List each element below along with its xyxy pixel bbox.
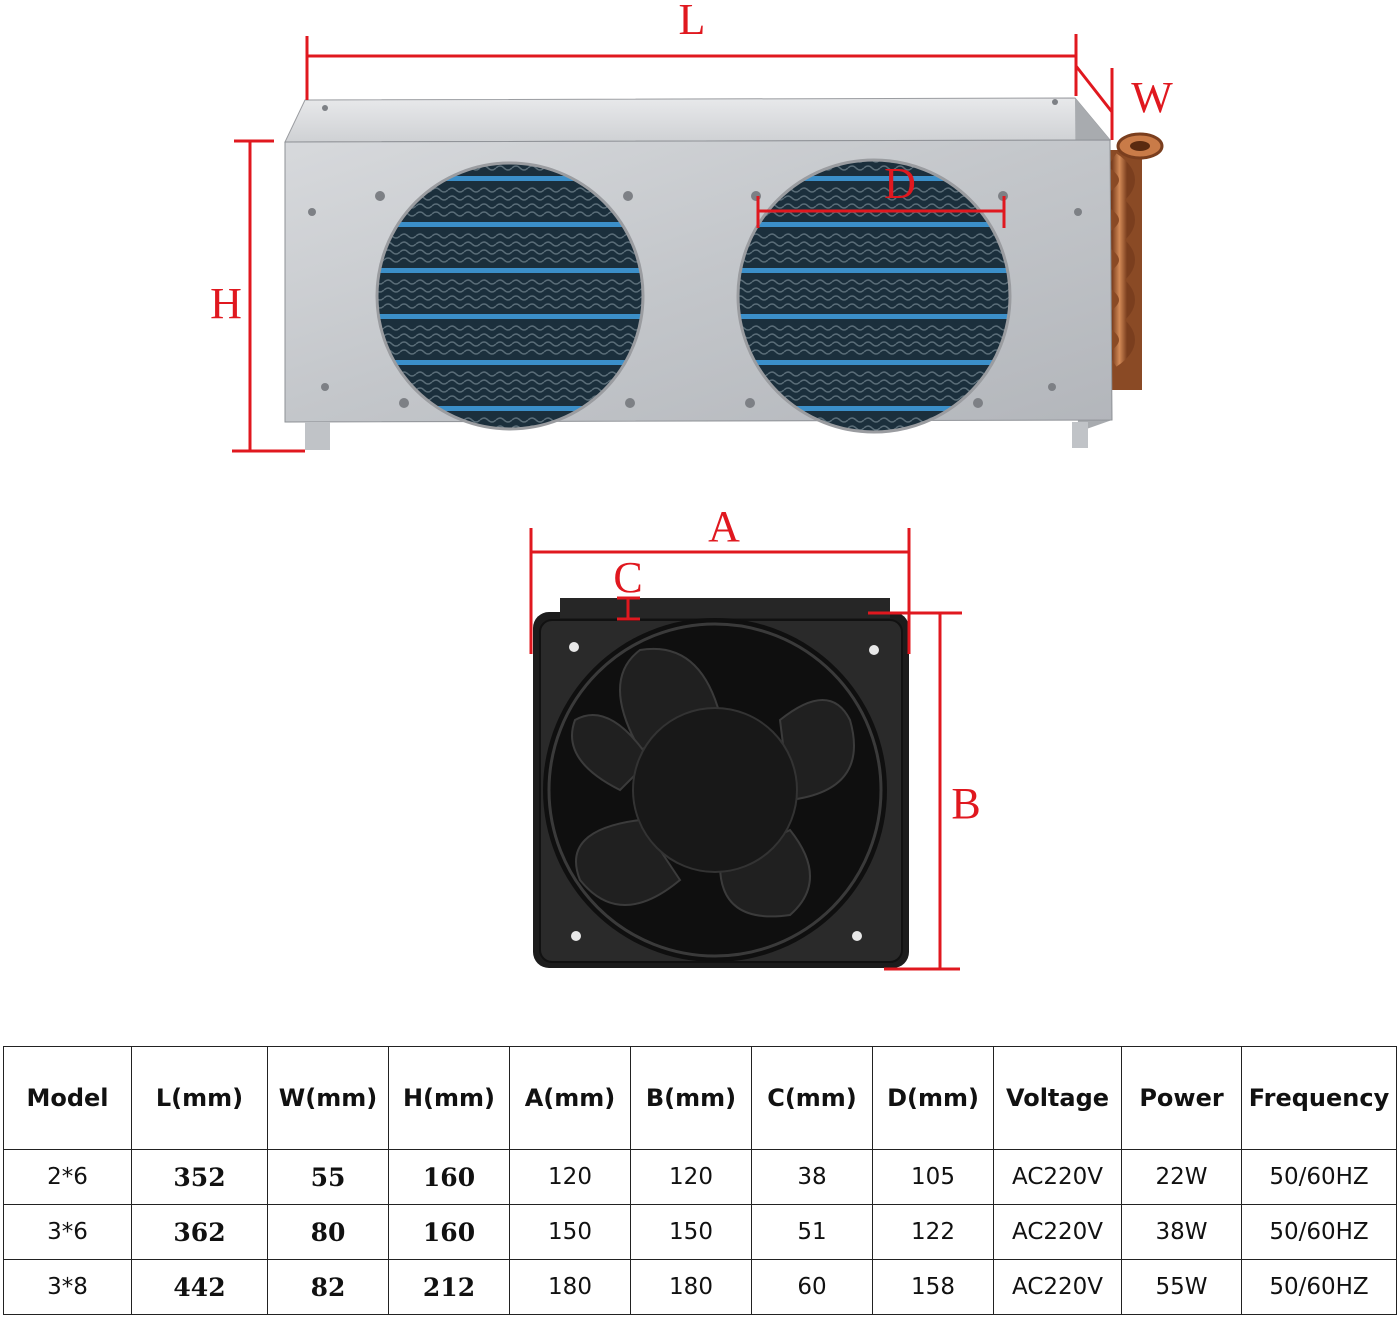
cell-model: 2*6 bbox=[3, 1149, 132, 1205]
header-height: H(mm) bbox=[388, 1046, 510, 1150]
dim-label-D: D bbox=[884, 159, 916, 208]
dim-label-C: C bbox=[613, 553, 642, 602]
dim-label-H: H bbox=[210, 279, 242, 328]
cell-voltage: AC220V bbox=[993, 1149, 1122, 1205]
cell-height: 160 bbox=[388, 1149, 510, 1205]
table-row: 3*6 362 80 160 150 150 51 122 AC220V 38W… bbox=[3, 1204, 1397, 1260]
cell-model: 3*8 bbox=[3, 1259, 132, 1315]
header-a: A(mm) bbox=[509, 1046, 631, 1150]
cell-voltage: AC220V bbox=[993, 1259, 1122, 1315]
cell-b: 120 bbox=[630, 1149, 752, 1205]
header-b: B(mm) bbox=[630, 1046, 752, 1150]
fan-opening-right bbox=[736, 158, 1012, 434]
cell-frequency: 50/60HZ bbox=[1241, 1149, 1397, 1205]
cell-c: 51 bbox=[751, 1204, 873, 1260]
dim-label-A: A bbox=[708, 502, 740, 551]
fan-dimension-lines bbox=[529, 528, 962, 971]
cell-a: 150 bbox=[509, 1204, 631, 1260]
cell-width: 55 bbox=[267, 1149, 389, 1205]
cell-frequency: 50/60HZ bbox=[1241, 1204, 1397, 1260]
dimension-diagram: L W H D A C B bbox=[210, 0, 1173, 971]
cell-d: 158 bbox=[872, 1259, 994, 1315]
header-width: W(mm) bbox=[267, 1046, 389, 1150]
fan-opening-left bbox=[375, 161, 645, 431]
cell-length: 442 bbox=[131, 1259, 268, 1315]
table-row: 2*6 352 55 160 120 120 38 105 AC220V 22W… bbox=[3, 1149, 1397, 1205]
axial-fan-photo bbox=[533, 598, 909, 968]
cell-width: 80 bbox=[267, 1204, 389, 1260]
cell-power: 38W bbox=[1121, 1204, 1242, 1260]
table-header-row: Model L(mm) W(mm) H(mm) A(mm) B(mm) C(mm… bbox=[3, 1046, 1397, 1150]
cell-d: 122 bbox=[872, 1204, 994, 1260]
header-voltage: Voltage bbox=[993, 1046, 1122, 1150]
table-row: 3*8 442 82 212 180 180 60 158 AC220V 55W… bbox=[3, 1259, 1397, 1315]
cell-d: 105 bbox=[872, 1149, 994, 1205]
cell-b: 150 bbox=[630, 1204, 752, 1260]
header-frequency: Frequency bbox=[1241, 1046, 1397, 1150]
cell-voltage: AC220V bbox=[993, 1204, 1122, 1260]
cell-height: 160 bbox=[388, 1204, 510, 1260]
header-c: C(mm) bbox=[751, 1046, 873, 1150]
cell-a: 180 bbox=[509, 1259, 631, 1315]
header-model: Model bbox=[3, 1046, 132, 1150]
cell-length: 362 bbox=[131, 1204, 268, 1260]
cell-a: 120 bbox=[509, 1149, 631, 1205]
cell-power: 22W bbox=[1121, 1149, 1242, 1205]
header-power: Power bbox=[1121, 1046, 1242, 1150]
cell-power: 55W bbox=[1121, 1259, 1242, 1315]
dim-label-W: W bbox=[1131, 73, 1173, 122]
cell-height: 212 bbox=[388, 1259, 510, 1315]
condenser-dimension-lines bbox=[232, 34, 1114, 453]
cell-model: 3*6 bbox=[3, 1204, 132, 1260]
cell-length: 352 bbox=[131, 1149, 268, 1205]
cell-frequency: 50/60HZ bbox=[1241, 1259, 1397, 1315]
condenser-unit-photo bbox=[284, 97, 1164, 450]
header-length: L(mm) bbox=[131, 1046, 268, 1150]
spec-table: Model L(mm) W(mm) H(mm) A(mm) B(mm) C(mm… bbox=[3, 1046, 1397, 1315]
cell-b: 180 bbox=[630, 1259, 752, 1315]
cell-width: 82 bbox=[267, 1259, 389, 1315]
dim-label-L: L bbox=[679, 0, 706, 44]
cell-c: 38 bbox=[751, 1149, 873, 1205]
dim-label-B: B bbox=[951, 779, 980, 828]
cell-c: 60 bbox=[751, 1259, 873, 1315]
header-d: D(mm) bbox=[872, 1046, 994, 1150]
copper-tube-icon bbox=[1097, 132, 1164, 390]
